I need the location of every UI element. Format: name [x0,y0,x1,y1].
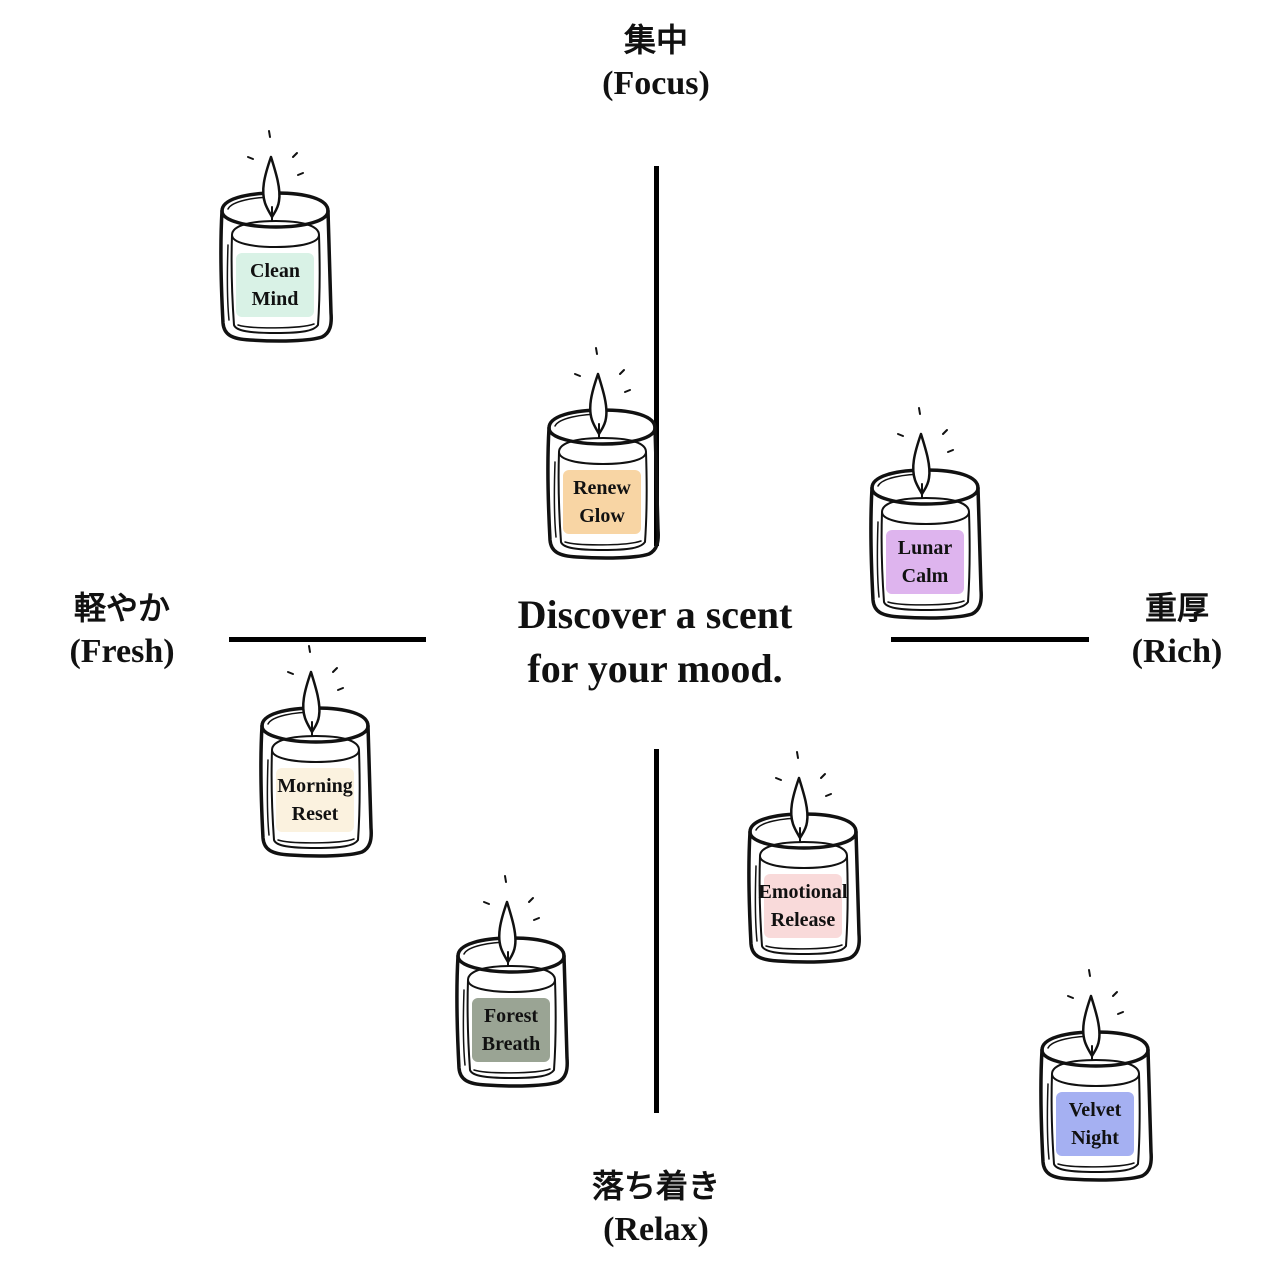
headline-line-2: for your mood. [527,646,783,691]
candle-label-line-1: Lunar [897,537,953,559]
candle-label-line-1: Emotional [758,881,848,903]
axis-label-bottom-en: (Relax) [603,1210,709,1248]
candle-jar-icon [219,130,333,343]
candle-jar-icon [747,751,861,964]
axis-label-left-en: (Fresh) [69,632,175,670]
axis-label-right: 重厚 (Rich) [1077,588,1277,674]
candle-jar-icon [869,407,983,620]
candle-clean-mind[interactable]: Clean Mind [210,125,340,355]
axis-line-left [229,637,426,642]
candle-label: Morning Reset [276,768,354,832]
candle-label-line-2: Reset [291,803,339,825]
axis-label-top-en: (Focus) [602,64,710,102]
candle-label-line-2: Calm [901,565,949,587]
candle-label-line-2: Breath [481,1033,541,1055]
candle-emotional-release[interactable]: Emotional Release [738,746,868,976]
axis-label-left-jp: 軽やか [73,589,170,627]
axis-label-top: 集中 (Focus) [556,20,756,106]
axis-line-right [891,637,1089,642]
candle-label-line-2: Release [770,909,836,931]
candle-lunar-calm[interactable]: Lunar Calm [860,402,990,632]
axis-label-bottom: 落ち着き (Relax) [556,1166,756,1252]
axis-label-right-en: (Rich) [1131,632,1223,670]
axis-label-bottom-jp: 落ち着き [591,1167,720,1205]
candle-jar-icon [546,347,660,560]
candle-label: Emotional Release [759,874,847,938]
candle-label: Velvet Night [1056,1092,1134,1156]
headline: Discover a scent for your mood. [440,588,870,696]
candle-label-line-1: Forest [483,1005,539,1027]
axis-line-bottom [654,749,659,1113]
axis-line-top [654,166,659,546]
candle-label-line-1: Morning [277,775,353,797]
candle-label: Forest Breath [472,998,550,1062]
candle-jar-icon [455,875,569,1088]
candle-label-line-2: Night [1071,1127,1119,1149]
candle-velvet-night[interactable]: Velvet Night [1030,964,1160,1194]
candle-forest-breath[interactable]: Forest Breath [446,870,576,1100]
candle-label-line-2: Glow [579,505,625,527]
candle-label-line-1: Clean [250,260,300,282]
axis-label-left: 軽やか (Fresh) [22,588,222,674]
candle-label-line-2: Mind [251,288,299,310]
candle-label-line-1: Velvet [1068,1099,1122,1121]
candle-label: Renew Glow [563,470,641,534]
axis-label-right-jp: 重厚 [1144,589,1209,627]
candle-morning-reset[interactable]: Morning Reset [250,640,380,870]
candle-jar-icon [259,645,373,858]
candle-label-line-1: Renew [573,477,631,499]
headline-line-1: Discover a scent [517,592,793,637]
candle-jar-icon [1039,969,1153,1182]
candle-label: Lunar Calm [886,530,964,594]
axis-label-top-jp: 集中 [623,21,688,59]
candle-label: Clean Mind [236,253,314,317]
candle-renew-glow[interactable]: Renew Glow [537,342,667,572]
